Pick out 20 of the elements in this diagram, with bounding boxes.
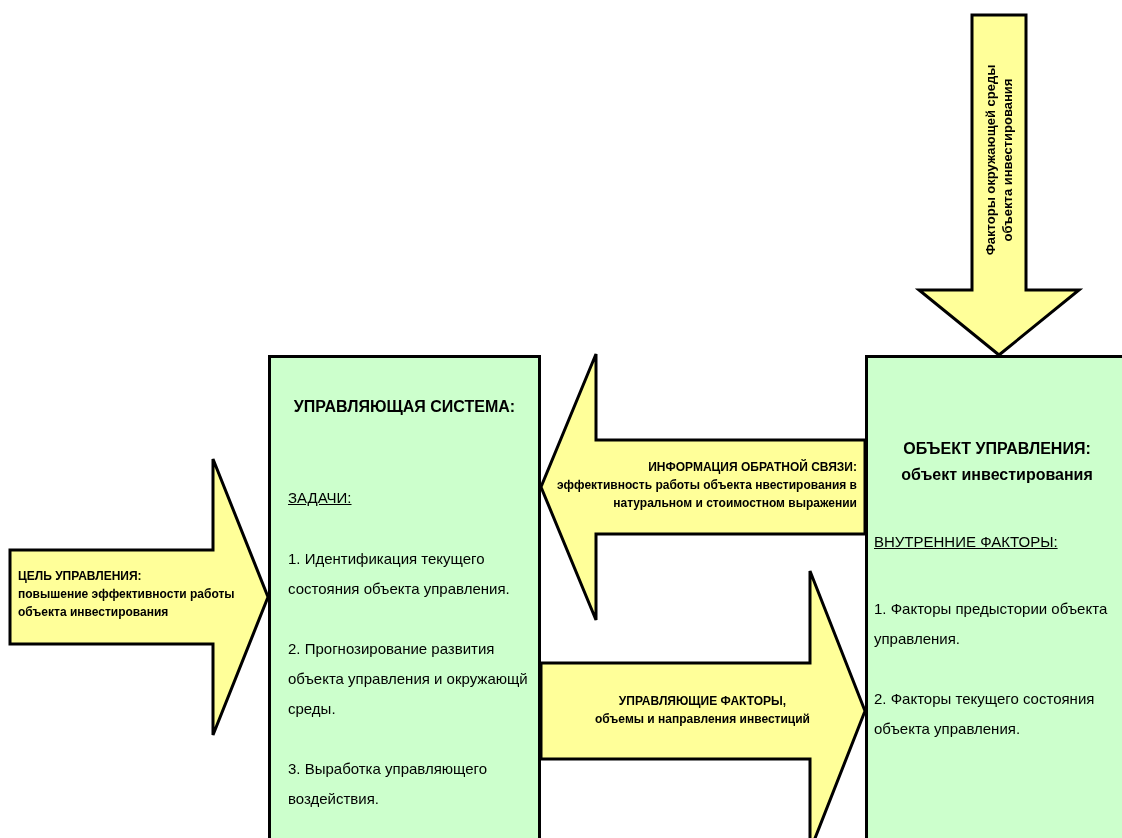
- edge-label: ЦЕЛЬ УПРАВЛЕНИЯ: повышение эффективности работы объекта инвестирования: [18, 568, 236, 621]
- section-heading: ЗАДАЧИ:: [288, 488, 353, 508]
- box-heading: ОБЪЕКТ УПРАВЛЕНИЯ:: [902, 439, 1092, 459]
- edge-label: ИНФОРМАЦИЯ ОБРАТНОЙ СВЯЗИ: эффективность работы объекта нвестирования в натуральном и стоимостном выражении: [555, 458, 857, 512]
- section-heading: ВНУТРЕННИЕ ФАКТОРЫ:: [874, 532, 1059, 552]
- edge-label: УПРАВЛЯЮЩИЕ ФАКТОРЫ, объемы и направления инвестиций: [594, 693, 811, 728]
- list-item: 2. Прогнозирование развития объекта управления и окружающй среды.: [288, 639, 529, 719]
- block-arrow: [539, 352, 867, 622]
- list-item: 2. Факторы текущего состояния объекта управления.: [874, 689, 1096, 739]
- block-arrow: [8, 457, 270, 737]
- box-heading: УПРАВЛЯЮЩАЯ СИСТЕМА:: [292, 397, 517, 417]
- box-heading: объект инвестирования: [900, 465, 1094, 485]
- object-box: [865, 355, 1122, 838]
- edge-label: Факторы окружающей среды объекта инвестирования: [982, 63, 1016, 258]
- block-arrow: [539, 569, 867, 838]
- list-item: 1. Идентификация текущего состояния объекта управления.: [288, 549, 511, 599]
- list-item: 3. Выработка управляющего воздействия.: [288, 759, 489, 809]
- list-item: 1. Факторы предыстории объекта управления.: [874, 599, 1109, 649]
- block-arrow: [914, 13, 1084, 357]
- system-box: [268, 355, 541, 838]
